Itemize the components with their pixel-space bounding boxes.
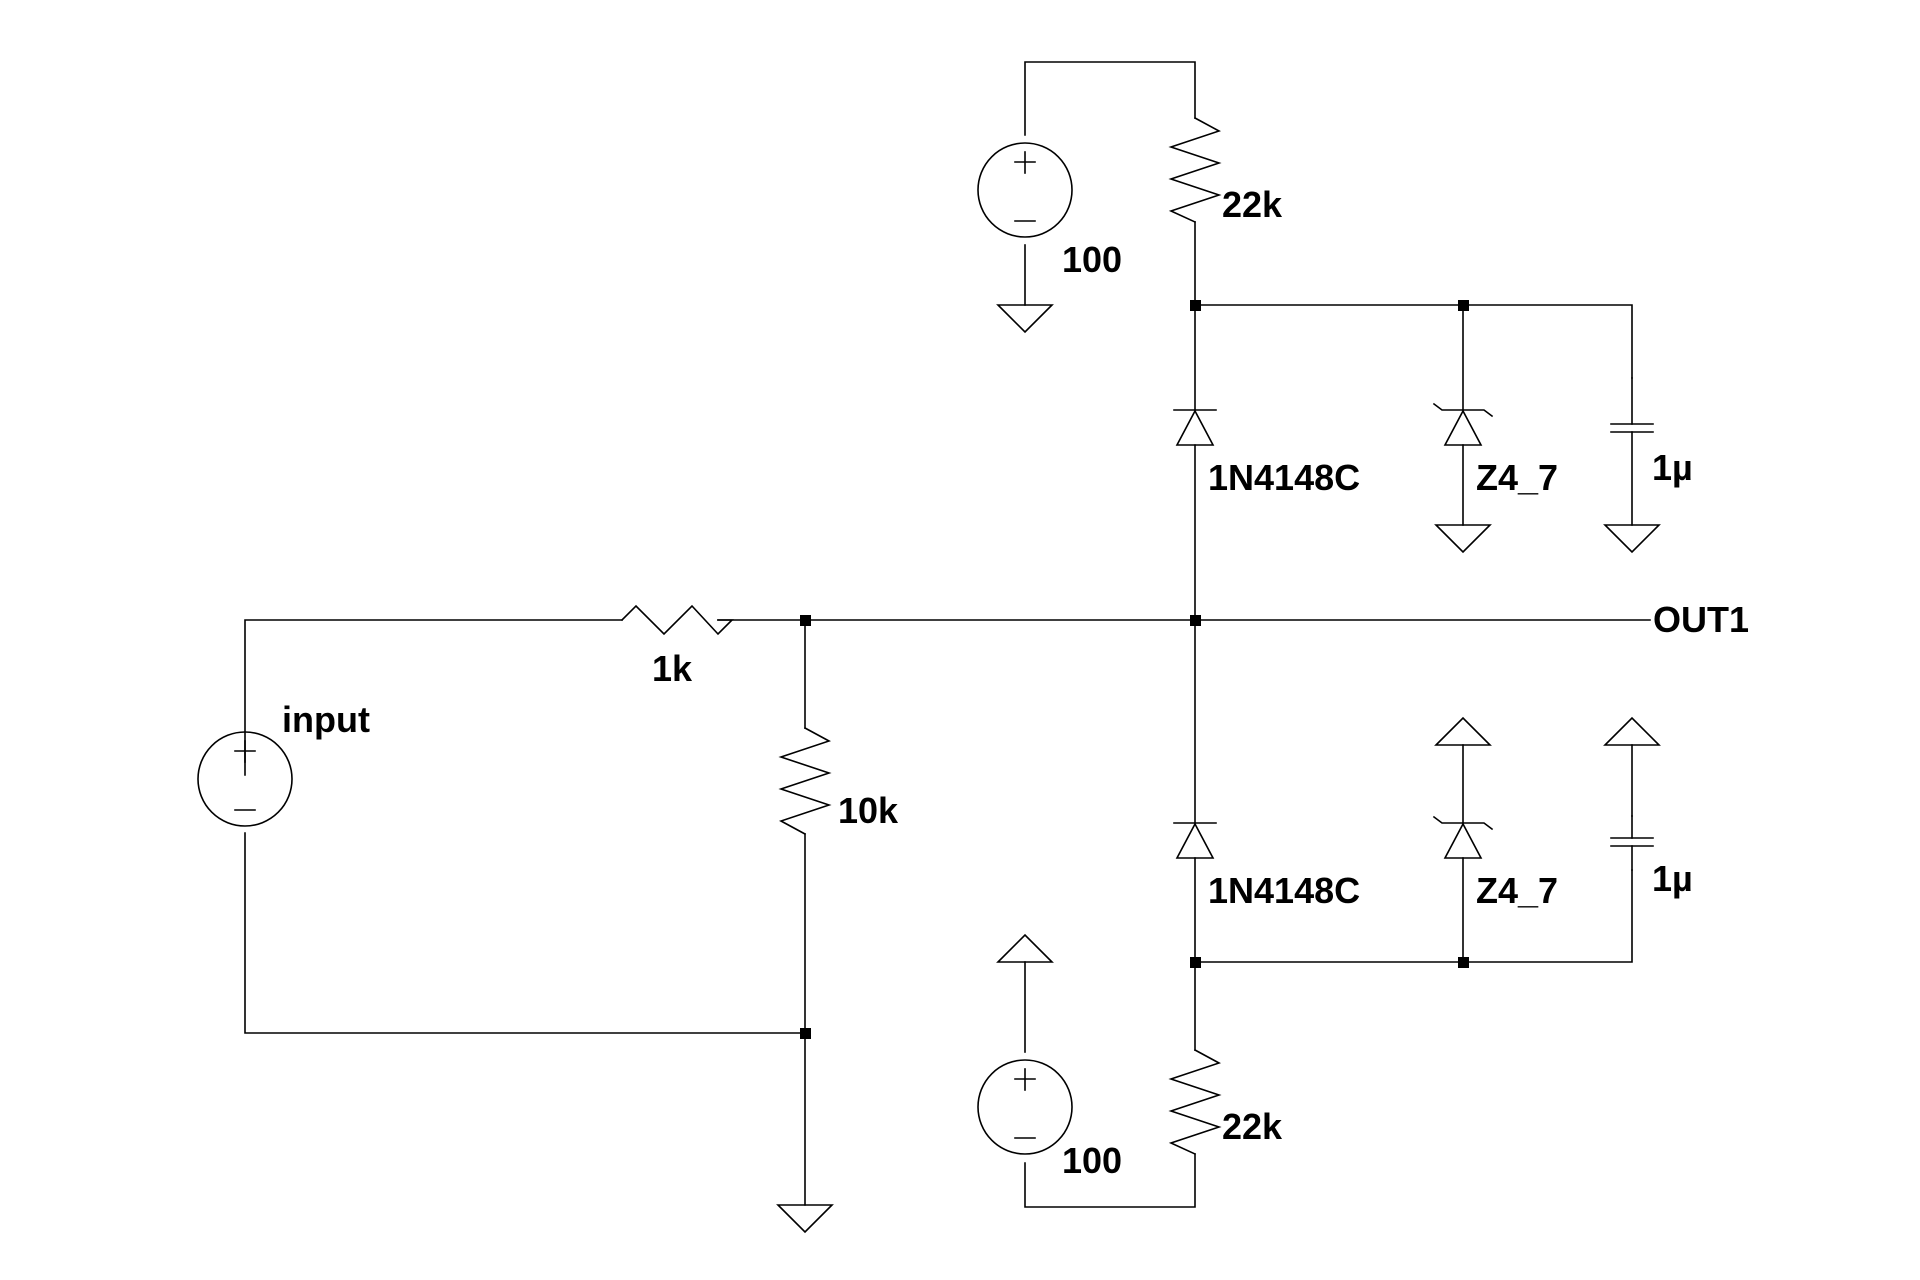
ground-symbols: [776, 304, 1661, 1234]
voltage-source-bottom-label: 100: [1062, 1140, 1122, 1181]
ground-symbol: [1434, 524, 1492, 554]
zener-diode-bottom-label: Z4_7: [1476, 870, 1558, 911]
resistor-10k-label: 10k: [838, 790, 899, 831]
wire-bot-rail: [1194, 869, 1633, 963]
capacitor-top-label: 1µ: [1652, 447, 1693, 488]
capacitor-bottom: 1µ: [1610, 815, 1693, 899]
resistor-22k-bottom: 22k: [1168, 1048, 1283, 1156]
voltage-source-input: input: [197, 699, 370, 827]
wires: [244, 61, 1651, 1208]
junction-dot: [800, 615, 811, 626]
diode-top: 1N4148C: [1173, 409, 1360, 498]
supply-symbol: [1603, 716, 1661, 746]
diode-bottom-label: 1N4148C: [1208, 870, 1360, 911]
voltage-source-top: 100: [977, 142, 1122, 280]
diode-bottom: 1N4148C: [1173, 822, 1360, 911]
capacitor-top: 1µ: [1610, 377, 1693, 488]
resistor-22k-bottom-label: 22k: [1222, 1106, 1283, 1147]
resistor-10k: 10k: [778, 726, 899, 836]
junction-dot: [1190, 615, 1201, 626]
supply-symbol: [1434, 716, 1492, 746]
zener-diode-bottom: Z4_7: [1432, 815, 1558, 911]
resistor-1k-label: 1k: [652, 648, 693, 689]
voltage-source-bottom: 100: [977, 1059, 1122, 1181]
wire-bot-loop: [1024, 1153, 1196, 1208]
wire-input-top: [244, 619, 623, 776]
resistor-22k-top-label: 22k: [1222, 184, 1283, 225]
output-net-label: OUT1: [1653, 599, 1749, 640]
resistor-1k: 1k: [620, 604, 734, 689]
junction-dot: [1458, 957, 1469, 968]
wire-input-bottom: [244, 832, 806, 1034]
voltage-source-input-label: input: [282, 699, 370, 740]
capacitor-bottom-label: 1µ: [1652, 858, 1693, 899]
supply-symbol: [996, 933, 1054, 963]
junction-dot: [1190, 957, 1201, 968]
ground-symbol: [1603, 524, 1661, 554]
wire-top-rail: [1194, 304, 1633, 379]
zener-diode-top: Z4_7: [1432, 402, 1558, 498]
resistor-22k-top: 22k: [1168, 116, 1283, 225]
diode-top-label: 1N4148C: [1208, 457, 1360, 498]
ground-symbol: [776, 1204, 834, 1234]
ground-symbol: [996, 304, 1054, 334]
zener-diode-top-label: Z4_7: [1476, 457, 1558, 498]
wire-top-loop: [1024, 61, 1196, 136]
junction-dot: [800, 1028, 811, 1039]
junctions: [800, 300, 1469, 1039]
supply-symbols: [996, 716, 1661, 963]
voltage-source-top-label: 100: [1062, 239, 1122, 280]
junction-dot: [1190, 300, 1201, 311]
junction-dot: [1458, 300, 1469, 311]
